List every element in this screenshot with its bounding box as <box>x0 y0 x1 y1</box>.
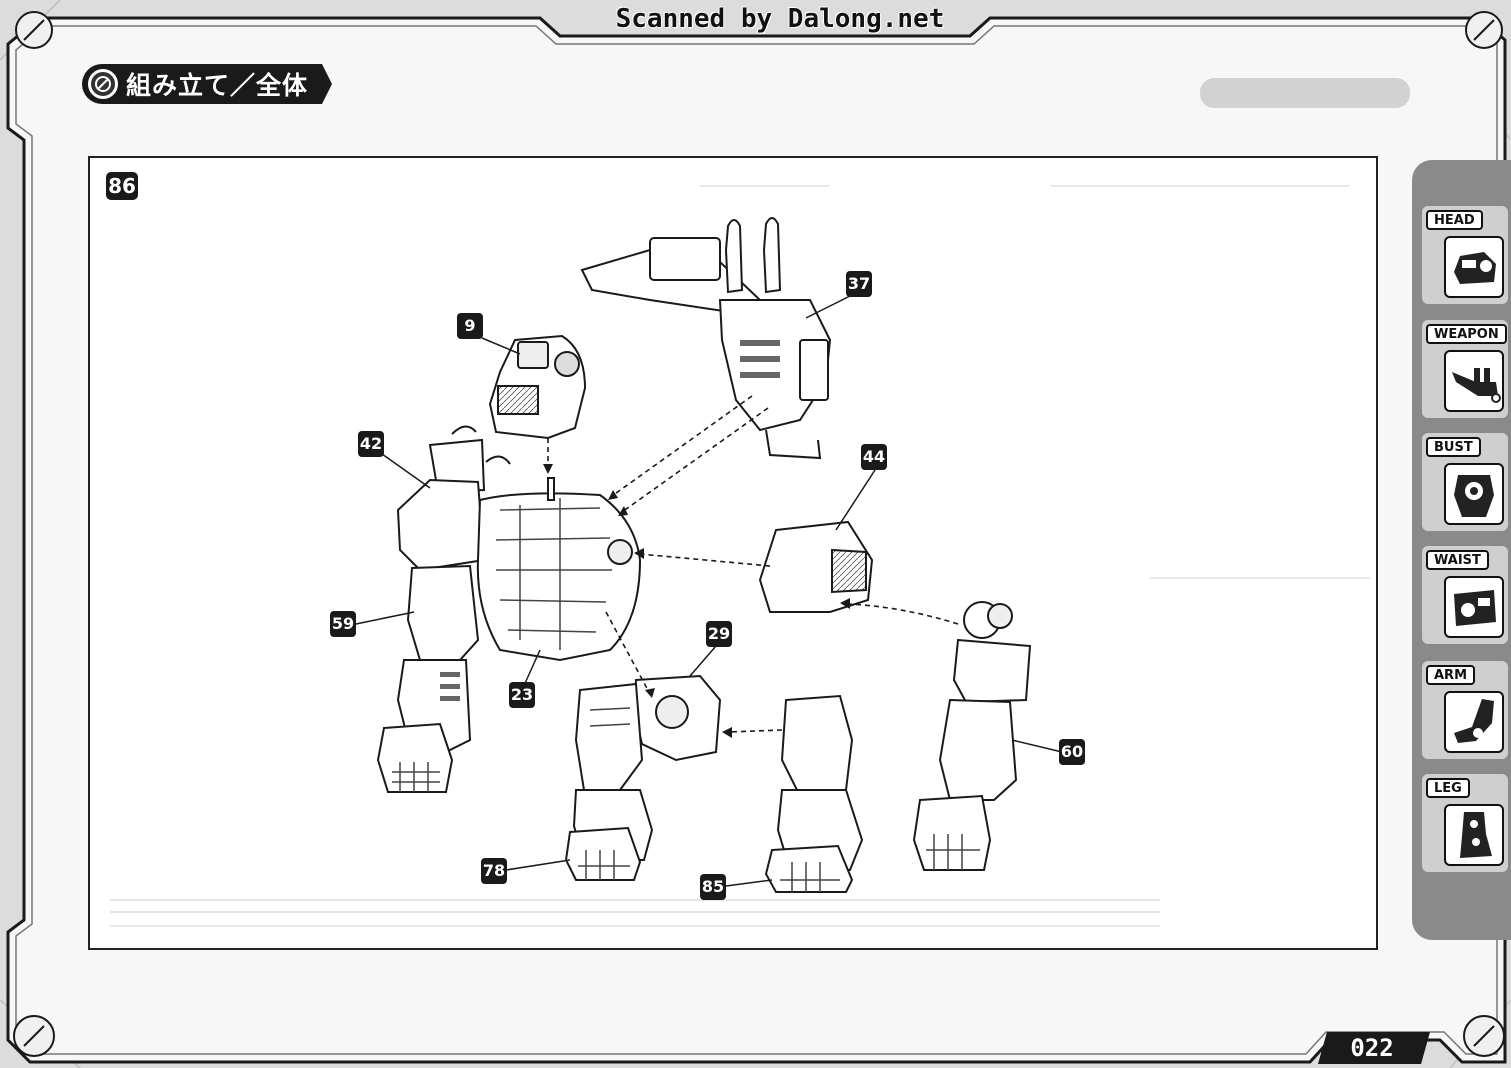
callout-part-85: 85 <box>700 874 726 900</box>
callout-part-9: 9 <box>457 313 483 339</box>
nav-tab-waist[interactable]: WAIST <box>1422 546 1508 644</box>
section-header: 組み立て／全体 <box>82 64 332 104</box>
nav-tab-label: WEAPON <box>1426 324 1507 344</box>
page-number: 022 <box>1350 1034 1394 1062</box>
callout-part-37: 37 <box>846 271 872 297</box>
callout-part-42: 42 <box>358 431 384 457</box>
nav-tab-head[interactable]: HEAD <box>1422 206 1508 304</box>
callout-part-78: 78 <box>481 858 507 884</box>
gear-badge-icon <box>88 69 118 99</box>
section-title: 組み立て／全体 <box>126 71 309 100</box>
arm-part <box>912 601 1032 871</box>
callout-part-23: 23 <box>509 682 535 708</box>
callout-part-44: 44 <box>861 444 887 470</box>
leg-part-icon <box>1444 804 1504 866</box>
weapon-part-icon <box>1444 350 1504 412</box>
nav-tab-label: BUST <box>1426 437 1481 457</box>
hip-leg-assembly-part <box>564 674 722 881</box>
waist-part-icon <box>1444 576 1504 638</box>
page-number-background <box>1318 1032 1430 1064</box>
nav-tab-leg[interactable]: LEG <box>1422 774 1508 872</box>
nav-tab-label: WAIST <box>1426 550 1489 570</box>
nav-tab-label: LEG <box>1426 778 1470 798</box>
waist-armor-part <box>758 520 874 613</box>
bust-part-icon <box>1444 463 1504 525</box>
step-number-badge: 86 <box>106 172 138 200</box>
arm-part-icon <box>1444 691 1504 753</box>
callout-part-60: 60 <box>1059 739 1085 765</box>
head-cover-part <box>488 334 587 440</box>
section-header-background <box>82 64 332 104</box>
weapon-unit-part <box>580 217 832 460</box>
torso-assembly-part <box>376 438 642 793</box>
head-part-icon <box>1444 236 1504 298</box>
scan-watermark: Scanned by Dalong.net <box>615 4 945 34</box>
nav-tab-bust[interactable]: BUST <box>1422 433 1508 531</box>
callout-part-29: 29 <box>706 621 732 647</box>
nav-tab-label: ARM <box>1426 665 1476 685</box>
nav-tab-weapon[interactable]: WEAPON <box>1422 320 1508 418</box>
nav-tab-arm[interactable]: ARM <box>1422 661 1508 759</box>
nav-tab-label: HEAD <box>1426 210 1483 230</box>
callout-part-59: 59 <box>330 611 356 637</box>
second-leg-part <box>764 694 864 893</box>
